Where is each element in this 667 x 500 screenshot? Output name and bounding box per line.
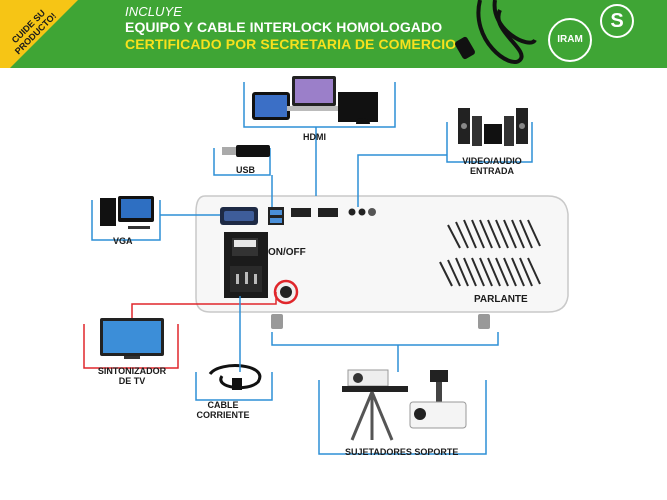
corner-ribbon (0, 0, 78, 68)
hdmi-label: HDMI (303, 132, 326, 142)
s-seal-icon: S (600, 4, 634, 38)
iram-seal-icon: IRAM (548, 18, 592, 62)
tv-icon (83, 292, 277, 369)
banner-line-includes: INCLUYE (125, 4, 183, 19)
banner-line-equipment: EQUIPO Y CABLE INTERLOCK HOMOLOGADO (125, 19, 443, 35)
power-cable-label: CABLE CORRIENTE (196, 400, 250, 420)
hdmi-devices-icon (243, 76, 396, 196)
video-audio-label-line1: VIDEO/AUDIO (462, 156, 522, 166)
power-cord-icon (195, 296, 273, 401)
power-cable-icon (455, 0, 537, 64)
onoff-label: ON/OFF (268, 247, 306, 258)
top-banner: CUIDE SU PRODUCTO! INCLUYE EQUIPO Y CABL… (0, 0, 667, 68)
usb-stick-icon (213, 145, 273, 207)
power-cable-label-line1: CABLE (207, 400, 239, 410)
banner-line-certified: CERTIFICADO POR SECRETARIA DE COMERCIO (125, 36, 457, 52)
tv-tuner-label: SINTONIZADOR DE TV (94, 366, 170, 386)
mount-stand-icon (271, 332, 499, 455)
projector-icon (195, 195, 569, 329)
tv-tuner-label-line1: SINTONIZADOR (97, 366, 167, 376)
video-audio-label-line2: ENTRADA (470, 166, 514, 176)
tv-tuner-label-line2: DE TV (118, 376, 146, 386)
speaker-label: PARLANTE (474, 294, 528, 305)
video-audio-label: VIDEO/AUDIO ENTRADA (456, 156, 528, 176)
vga-label: VGA (113, 236, 133, 246)
power-cable-label-line2: CORRIENTE (196, 410, 250, 420)
usb-label: USB (236, 165, 256, 175)
computer-icon (91, 196, 220, 241)
mounts-label: SUJETADORES SOPORTE (345, 447, 459, 457)
speaker-system-icon (357, 108, 533, 207)
